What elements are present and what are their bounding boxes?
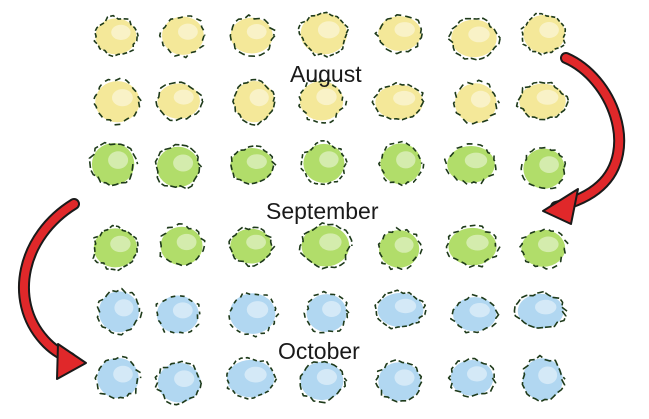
- august-blob: [229, 14, 277, 57]
- september-blob: [228, 226, 276, 268]
- blob-grid: [88, 11, 570, 406]
- label-september: September: [266, 198, 379, 224]
- october-blob: [94, 355, 142, 400]
- september-blob: [92, 224, 139, 272]
- october-blob: [521, 354, 566, 403]
- september-blob: [154, 143, 203, 190]
- october-blob: [155, 295, 201, 335]
- august-blob: [158, 15, 206, 59]
- august-blob: [515, 81, 570, 121]
- october-blob: [299, 360, 348, 404]
- october-blob: [154, 360, 203, 406]
- august-blob: [93, 14, 139, 58]
- label-october: October: [278, 338, 360, 364]
- august-blob: [232, 78, 276, 127]
- september-blob: [377, 226, 423, 271]
- august-blob: [520, 12, 567, 56]
- september-blob: [520, 146, 567, 190]
- october-blob: [513, 290, 568, 329]
- august-blob: [452, 79, 501, 125]
- august-blob: [297, 11, 350, 58]
- october-blob: [226, 356, 278, 400]
- label-august: August: [290, 61, 362, 87]
- september-blob: [445, 224, 501, 268]
- october-blob: [447, 357, 497, 398]
- august-blob: [374, 14, 423, 55]
- arrow-august-to-september: [542, 52, 626, 225]
- august-blob: [371, 82, 425, 121]
- october-blob: [303, 290, 350, 334]
- september-blob: [298, 222, 353, 270]
- september-blob: [518, 227, 569, 270]
- september-blob: [300, 140, 349, 186]
- october-blob: [450, 293, 500, 334]
- september-blob: [159, 223, 206, 268]
- arrow-september-to-october: [18, 198, 87, 380]
- october-blob: [374, 358, 423, 403]
- october-blob: [374, 289, 427, 330]
- august-blob: [447, 17, 501, 61]
- august-blob: [155, 81, 204, 122]
- september-blob: [378, 140, 425, 187]
- september-blob: [88, 141, 139, 187]
- august-blob: [298, 78, 348, 124]
- october-blob: [96, 287, 143, 336]
- september-blob: [443, 143, 499, 186]
- september-blob: [230, 145, 277, 185]
- august-blob: [92, 77, 143, 126]
- october-blob: [227, 291, 280, 338]
